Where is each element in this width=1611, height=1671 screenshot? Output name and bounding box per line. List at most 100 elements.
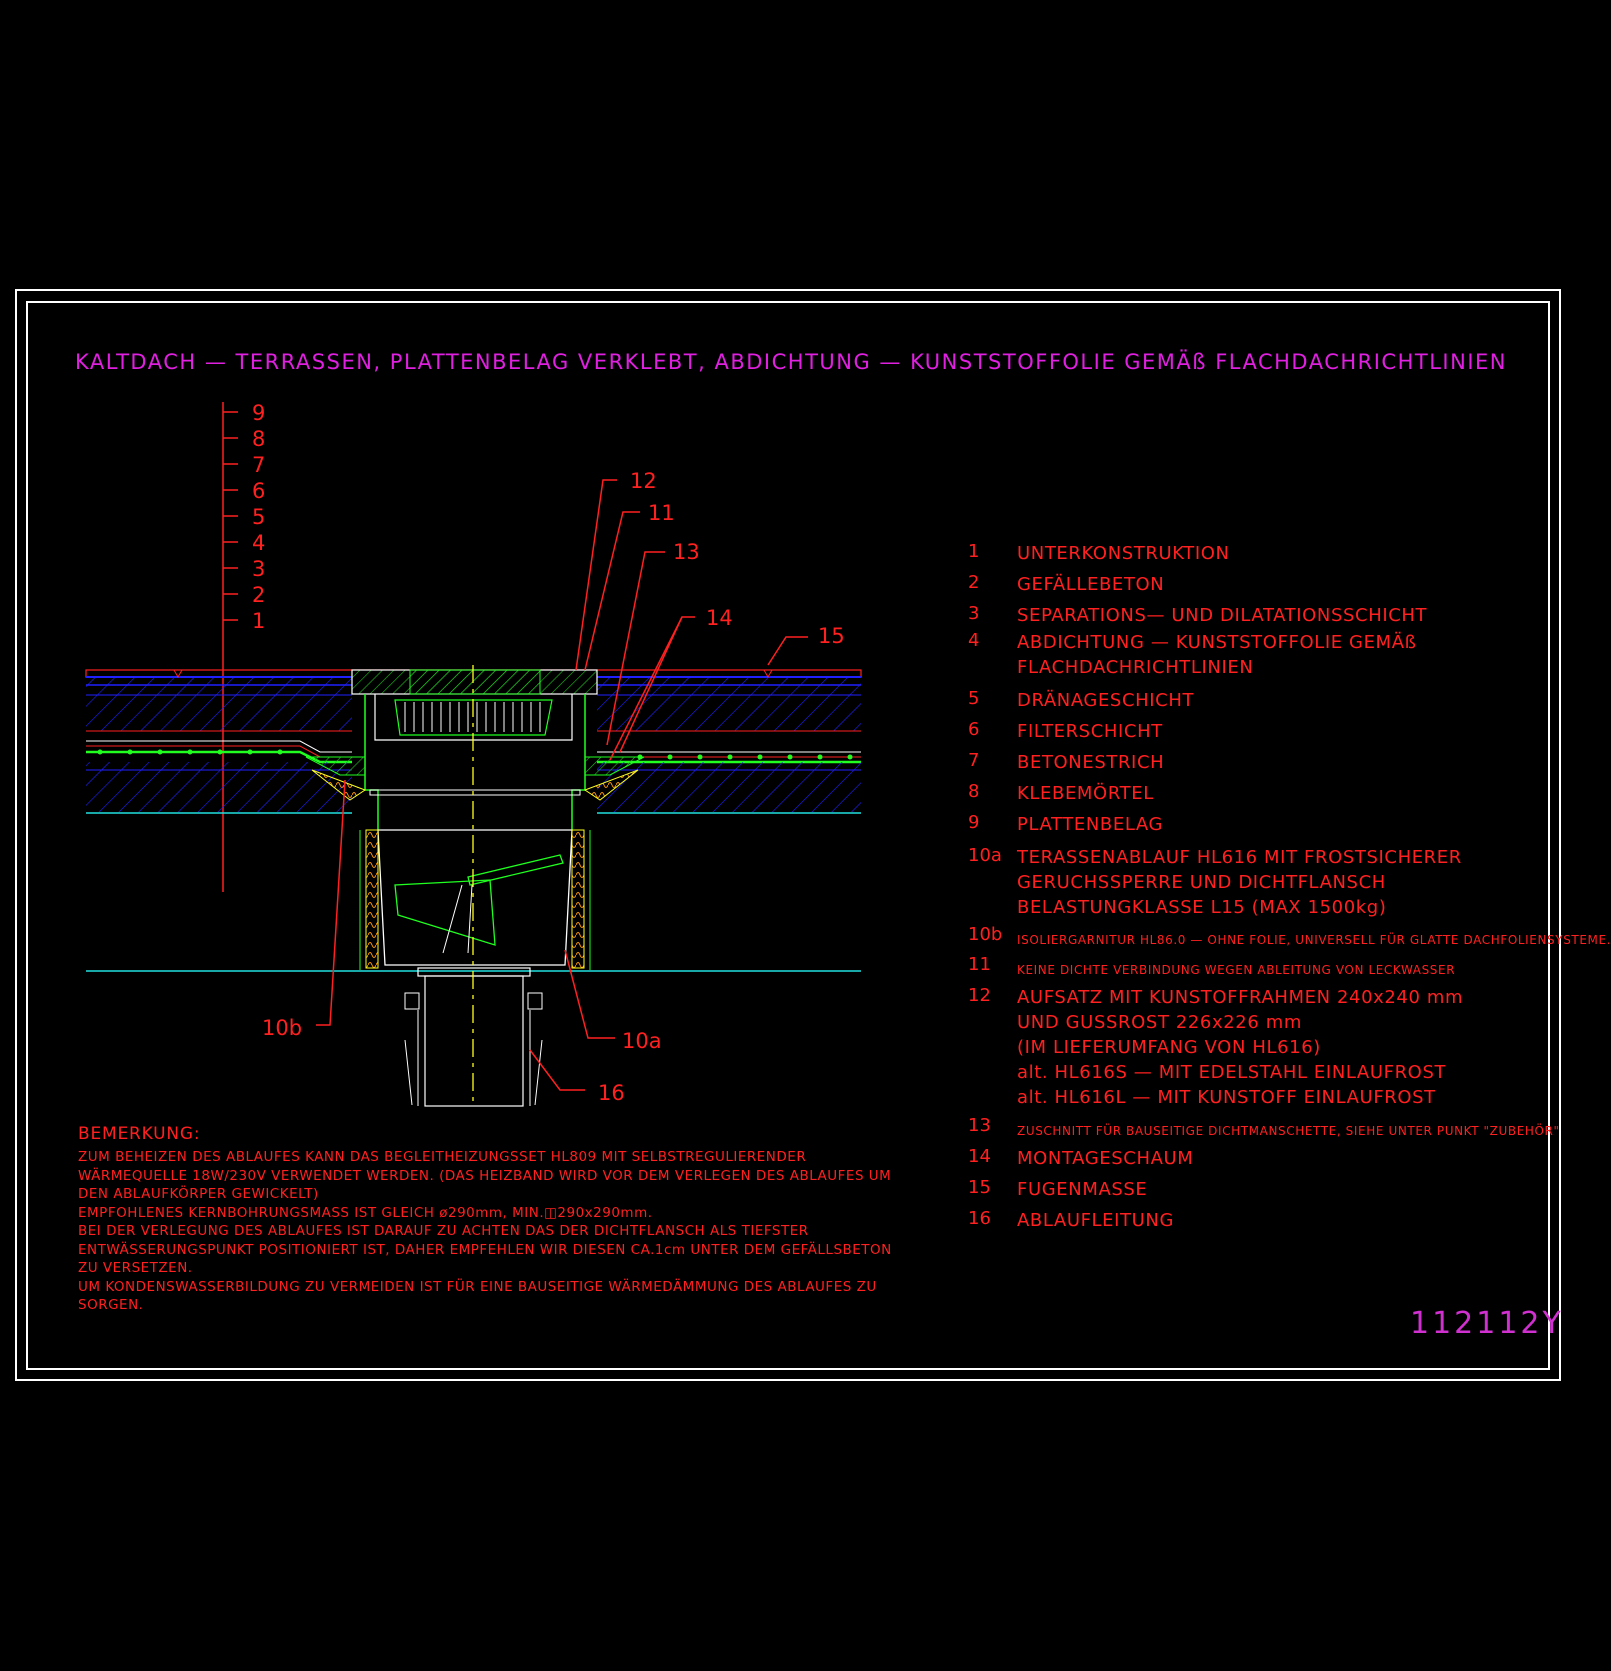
legend-text-line: KEINE DICHTE VERBINDUNG WEGEN ABLEITUNG … [1017, 963, 1456, 977]
legend-text-line: FILTERSCHICHT [1017, 721, 1163, 742]
legend-text-line: SEPARATIONS— UND DILATATIONSSCHICHT [1017, 605, 1428, 626]
callout-10b: 10b [262, 1016, 302, 1040]
legend-number: 15 [968, 1177, 991, 1198]
legend-text: FILTERSCHICHT [1017, 719, 1163, 744]
legend-text-line: (IM LIEFERUMFANG VON HL616) [1017, 1037, 1321, 1058]
legend-text: MONTAGESCHAUM [1017, 1146, 1193, 1171]
legend-text-line: FLACHDACHRICHTLINIEN [1017, 657, 1254, 678]
remarks-line: UM KONDENSWASSERBILDUNG ZU VERMEIDEN IST… [78, 1278, 877, 1295]
legend-number: 7 [968, 750, 980, 771]
scale-number-8: 8 [252, 427, 265, 451]
legend-number: 2 [968, 572, 980, 593]
remarks-line: ZUM BEHEIZEN DES ABLAUFES KANN DAS BEGLE… [78, 1149, 807, 1165]
legend-number: 6 [968, 719, 980, 740]
remarks-line: EMPFOHLENES KERNBOHRUNGSMASS IST GLEICH … [78, 1204, 653, 1221]
remarks-line: SORGEN. [78, 1297, 144, 1313]
legend-text: ISOLIERGARNITUR HL86.0 — OHNE FOLIE, UNI… [1017, 928, 1611, 953]
legend-text-line: UND GUSSROST 226x226 mm [1017, 1012, 1302, 1033]
callout-12: 12 [630, 469, 657, 493]
membrane-dot [187, 749, 193, 755]
membrane-dot [247, 749, 253, 755]
legend-number: 4 [968, 630, 980, 651]
legend-number: 3 [968, 603, 980, 624]
remarks-line: BEI DER VERLEGUNG DES ABLAUFES IST DARAU… [78, 1223, 809, 1239]
page-title: KALTDACH — TERRASSEN, PLATTENBELAG VERKL… [75, 350, 1507, 374]
legend-number: 16 [968, 1208, 991, 1229]
legend-number: 10a [968, 845, 1002, 866]
legend-text-line: BETONESTRICH [1017, 752, 1165, 773]
drain-body [305, 665, 645, 1107]
legend-text: TERASSENABLAUF HL616 MIT FROSTSICHERER GE… [1017, 845, 1462, 920]
legend-text-line: ISOLIERGARNITUR HL86.0 — OHNE FOLIE, UNI… [1017, 933, 1611, 947]
legend-text: ABLAUFLEITUNG [1017, 1208, 1174, 1233]
legend-number: 14 [968, 1146, 991, 1167]
legend-text-line: MONTAGESCHAUM [1017, 1148, 1194, 1169]
scale-number-4: 4 [252, 531, 265, 555]
legend-text-line: KLEBEMÖRTEL [1017, 783, 1154, 804]
legend-text: ZUSCHNITT FÜR BAUSEITIGE DICHTMANSCHETTE… [1017, 1119, 1560, 1144]
callout-10a: 10a [622, 1029, 662, 1053]
legend-number: 10b [968, 924, 1003, 945]
inner-frame [26, 301, 1550, 1370]
membrane-dot [217, 749, 223, 755]
leader-lines [316, 479, 808, 1091]
scale-number-9: 9 [252, 401, 265, 425]
legend-text-line: GERUCHSSPERRE UND DICHTFLANSCH [1017, 872, 1386, 893]
legend-text-line: UNTERKONSTRUKTION [1017, 543, 1230, 564]
legend-text-line: DRÄNAGESCHICHT [1017, 690, 1195, 711]
legend-number: 5 [968, 688, 980, 709]
legend-text-line: PLATTENBELAG [1017, 814, 1164, 835]
membrane-dot [727, 754, 733, 760]
legend-text-line: BELASTUNGKLASSE L15 (MAX 1500kg) [1017, 897, 1387, 918]
scale-number-5: 5 [252, 505, 265, 529]
legend-number: 8 [968, 781, 980, 802]
legend-text-line: AUFSATZ MIT KUNSTOFFRAHMEN 240x240 mm [1017, 987, 1464, 1008]
membrane-dot [757, 754, 763, 760]
remarks: BEMERKUNG: ZUM BEHEIZEN DES ABLAUFES KAN… [78, 1124, 898, 1315]
membrane-dot [277, 749, 283, 755]
membrane-dot [127, 749, 133, 755]
membrane-dot [157, 749, 163, 755]
outer-frame [15, 289, 1561, 1381]
scale-number-1: 1 [252, 609, 265, 633]
remarks-line: ENTWÄSSERUNGSPUNKT POSITIONIERT IST, DAH… [78, 1241, 892, 1258]
membrane-dot [667, 754, 673, 760]
legend-text-line: GEFÄLLEBETON [1017, 574, 1165, 595]
legend-text: KEINE DICHTE VERBINDUNG WEGEN ABLEITUNG … [1017, 958, 1455, 983]
legend-number: 11 [968, 954, 991, 975]
remarks-heading: BEMERKUNG: [78, 1124, 201, 1144]
scale-number-2: 2 [252, 583, 265, 607]
legend-number: 12 [968, 985, 991, 1006]
scale-number-7: 7 [252, 453, 265, 477]
legend-text: UNTERKONSTRUKTION [1017, 541, 1230, 566]
membrane-dot [697, 754, 703, 760]
callout-16: 16 [598, 1081, 625, 1105]
legend-number: 1 [968, 541, 980, 562]
callout-13: 13 [673, 540, 700, 564]
legend-text-line: ABDICHTUNG — KUNSTSTOFFOLIE GEMÄß [1017, 632, 1417, 653]
callout-15: 15 [818, 624, 845, 648]
drawing-number: 112112Y [1410, 1306, 1564, 1341]
membrane-dot [787, 754, 793, 760]
legend-text-line: TERASSENABLAUF HL616 MIT FROSTSICHERER [1017, 847, 1462, 868]
remarks-line: DEN ABLAUFKÖRPER GEWICKELT) [78, 1186, 319, 1202]
legend-text-line: FUGENMASSE [1017, 1179, 1148, 1200]
legend-text: KLEBEMÖRTEL [1017, 781, 1154, 806]
legend-text-line: alt. HL616S — MIT EDELSTAHL EINLAUFROST [1017, 1062, 1447, 1083]
membrane-dot [97, 749, 103, 755]
legend-text-line: ABLAUFLEITUNG [1017, 1210, 1175, 1231]
legend-text: DRÄNAGESCHICHT [1017, 688, 1194, 713]
membrane-dot [817, 754, 823, 760]
legend-number: 9 [968, 812, 980, 833]
remarks-line: WÄRMEQUELLE 18W/230V VERWENDET WERDEN. (… [78, 1167, 892, 1184]
legend-text: AUFSATZ MIT KUNSTOFFRAHMEN 240x240 mm UND… [1017, 985, 1463, 1110]
scale-number-3: 3 [252, 557, 265, 581]
callout-11: 11 [648, 501, 675, 525]
legend-text-line: alt. HL616L — MIT KUNSTOFF EINLAUFROST [1017, 1087, 1436, 1108]
callout-14: 14 [706, 606, 733, 630]
legend-text: PLATTENBELAG [1017, 812, 1163, 837]
scale-number-6: 6 [252, 479, 265, 503]
